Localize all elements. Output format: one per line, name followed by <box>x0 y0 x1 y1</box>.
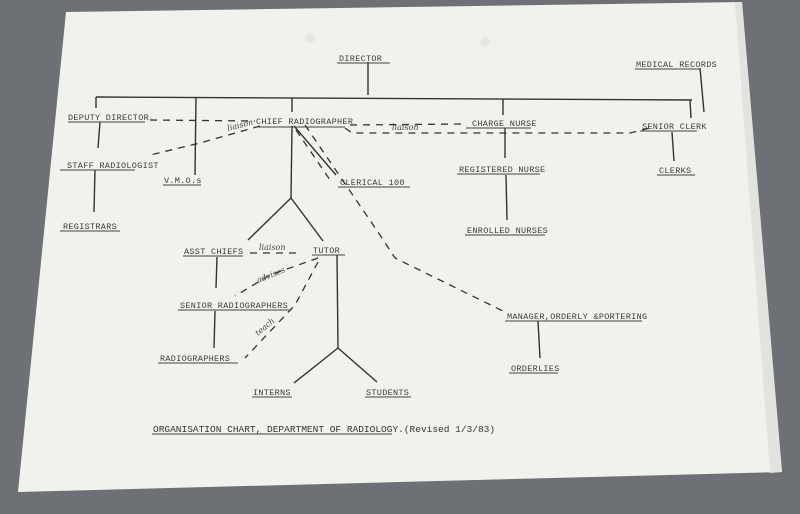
node-staff-radiologist: STAFF RADIOLOGIST <box>67 161 159 171</box>
node-vmos: V.M.O.s <box>164 176 202 186</box>
node-orderlies: ORDERLIES <box>511 364 560 374</box>
node-registrars: REGISTRARS <box>63 222 117 232</box>
node-manager-orderly-portering: MANAGER,ORDERLY &PORTERING <box>507 312 647 322</box>
annotation-liaison: liaison <box>259 243 286 252</box>
node-charge-nurse: CHARGE NURSE <box>472 119 537 129</box>
node-clerks: CLERKS <box>659 166 691 176</box>
node-registered-nurse: REGISTERED NURSE <box>459 165 545 175</box>
punch-hole <box>305 33 315 43</box>
caption-revision: (Revised 1/3/83) <box>404 424 495 435</box>
node-students: STUDENTS <box>366 388 409 398</box>
node-medical-records: MEDICAL RECORDS <box>636 60 717 70</box>
paper-sheet <box>18 2 782 492</box>
node-senior-radiographers: SENIOR RADIOGRAPHERS <box>180 301 288 311</box>
punch-hole <box>480 37 490 47</box>
node-radiographers: RADIOGRAPHERS <box>160 354 230 364</box>
node-asst-chiefs: ASST CHIEFS <box>184 247 243 257</box>
node-enrolled-nurses: ENROLLED NURSES <box>467 226 548 236</box>
node-tutor: TUTOR <box>313 246 340 256</box>
node-director: DIRECTOR <box>339 54 382 64</box>
node-senior-clerk: SENIOR CLERK <box>642 122 707 132</box>
annotation-liaison: liaison <box>392 123 419 132</box>
node-clerical: CLERICAL 100 <box>340 178 405 188</box>
chart-caption: ORGANISATION CHART, DEPARTMENT OF RADIOL… <box>153 424 495 435</box>
node-deputy-director: DEPUTY DIRECTOR <box>68 113 149 123</box>
node-interns: INTERNS <box>253 388 291 398</box>
label-underlines <box>60 62 700 435</box>
caption-title: ORGANISATION CHART, DEPARTMENT OF RADIOL… <box>153 424 404 435</box>
liaison-lines <box>149 119 651 359</box>
node-chief-radiographer: CHIEF RADIOGRAPHER <box>256 117 353 127</box>
